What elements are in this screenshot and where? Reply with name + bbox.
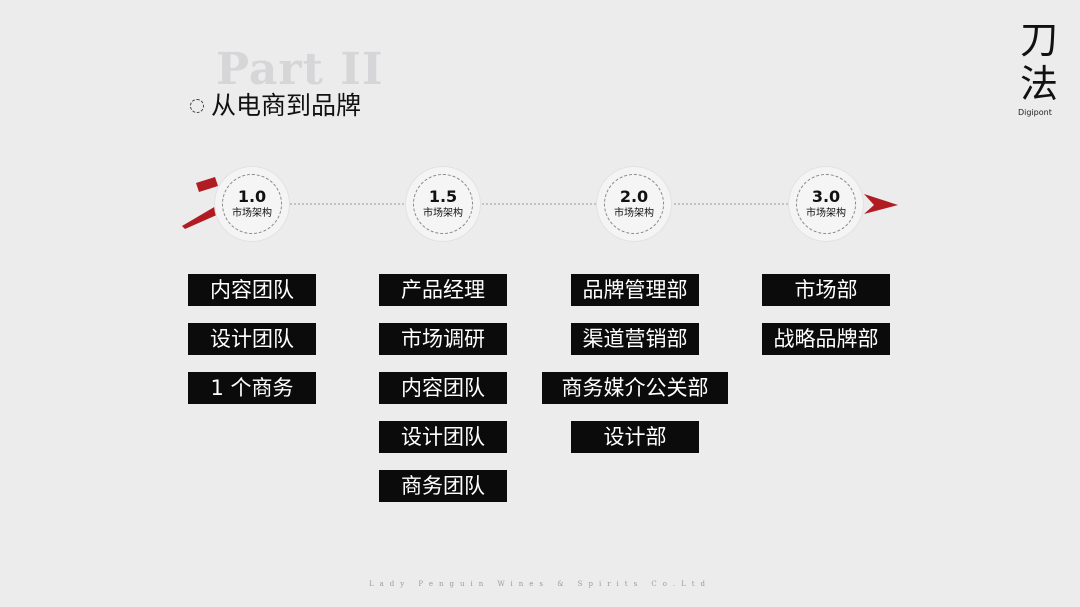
stage-node-inner: 2.0 市场架构 [604,174,664,234]
logo-char-1: 刀 [1019,18,1058,62]
team-tag: 市场部 [762,274,890,306]
stage-column-3: 品牌管理部 渠道营销部 商务媒介公关部 设计部 [541,274,729,470]
logo-char-2: 法 [1019,62,1058,106]
page-title: 从电商到品牌 [211,91,362,120]
stage-node-3: 2.0 市场架构 [597,167,671,241]
footer-company: Lady Penguin Wines & Spirits Co.Ltd [368,580,712,588]
team-tag: 品牌管理部 [571,274,699,306]
red-slash-top-icon [196,177,218,192]
dashed-circle-icon [190,98,204,113]
stage-node-4: 3.0 市场架构 [789,167,863,241]
stage-label: 市场架构 [232,208,272,219]
stage-version: 1.5 [428,187,458,206]
stage-version: 2.0 [619,187,649,206]
team-tag: 内容团队 [379,372,507,404]
team-tag: 内容团队 [188,274,316,306]
stage-column-2: 产品经理 市场调研 内容团队 设计团队 商务团队 [379,274,507,519]
section-title: 从电商到品牌 [190,93,361,118]
red-slash-bottom-icon [182,206,219,229]
stage-label: 市场架构 [423,208,463,219]
stage-column-1: 内容团队 设计团队 1 个商务 [188,274,316,421]
stage-version: 3.0 [811,187,841,206]
brand-logo: 刀 法 Digipont [1016,18,1062,117]
team-tag: 设计部 [571,421,699,453]
stage-node-inner: 1.5 市场架构 [413,174,473,234]
stage-node-1: 1.0 市场架构 [215,167,289,241]
team-tag: 市场调研 [379,323,507,355]
team-tag: 产品经理 [379,274,507,306]
team-tag: 1 个商务 [188,372,316,404]
team-tag: 商务团队 [379,470,507,502]
team-tag: 设计团队 [188,323,316,355]
stage-node-2: 1.5 市场架构 [406,167,480,241]
red-arrow-icon [864,194,898,214]
team-tag: 设计团队 [379,421,507,453]
logo-subtitle: Digipont [1018,108,1052,117]
stage-column-4: 市场部 战略品牌部 [762,274,890,372]
stage-label: 市场架构 [614,208,654,219]
team-tag: 渠道营销部 [571,323,699,355]
part-watermark: Part II [216,44,384,95]
stage-node-inner: 1.0 市场架构 [222,174,282,234]
team-tag: 战略品牌部 [762,323,890,355]
stage-label: 市场架构 [806,208,846,219]
stage-version: 1.0 [237,187,267,206]
stage-node-inner: 3.0 市场架构 [796,174,856,234]
team-tag: 商务媒介公关部 [542,372,728,404]
